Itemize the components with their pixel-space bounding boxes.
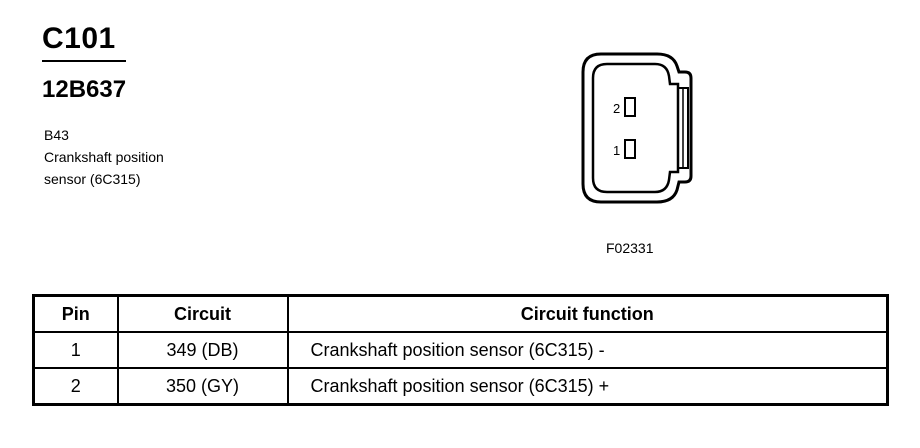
pin-label-2: 2 (613, 101, 620, 116)
pin-cavity-1 (624, 139, 636, 159)
pin-cavity-2 (624, 97, 636, 117)
table-row: 1 349 (DB) Crankshaft position sensor (6… (32, 331, 889, 369)
title-underline (42, 60, 126, 62)
pin-label-1: 1 (613, 143, 620, 158)
cell-circuit-function: Crankshaft position sensor (6C315) - (286, 331, 889, 369)
connector-face-diagram: 2 1 (581, 52, 693, 204)
connector-id: C101 (42, 22, 116, 55)
cell-pin: 2 (32, 367, 119, 406)
connector-housing-inner (591, 62, 680, 194)
component-description-line2: sensor (6C315) (44, 171, 141, 187)
header-pin: Pin (32, 294, 119, 333)
cell-pin: 1 (32, 331, 119, 369)
location-code: B43 (44, 127, 69, 143)
cell-circuit-function: Crankshaft position sensor (6C315) + (286, 367, 889, 406)
figure-code: F02331 (606, 240, 654, 256)
cell-circuit: 349 (DB) (116, 331, 289, 369)
header-circuit: Circuit (116, 294, 289, 333)
component-description-line1: Crankshaft position (44, 149, 164, 165)
header-circuit-function: Circuit function (286, 294, 889, 333)
cell-circuit: 350 (GY) (116, 367, 289, 406)
table-header-row: Pin Circuit Circuit function (32, 294, 889, 333)
table-row: 2 350 (GY) Crankshaft position sensor (6… (32, 367, 889, 406)
part-number: 12B637 (42, 76, 127, 103)
connector-housing-outer (581, 52, 693, 204)
pinout-table: Pin Circuit Circuit function 1 349 (DB) … (32, 294, 889, 406)
